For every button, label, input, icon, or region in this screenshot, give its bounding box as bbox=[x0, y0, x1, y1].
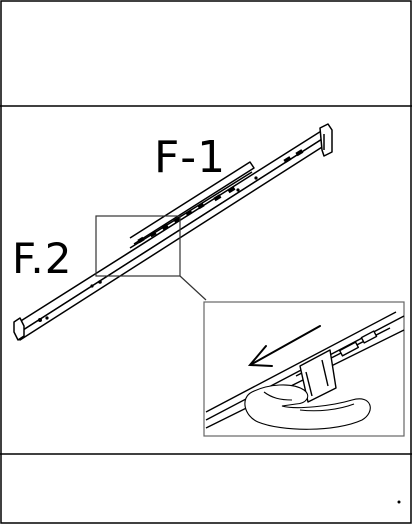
detail-callout bbox=[95, 215, 207, 301]
drawer-slide-rail bbox=[13, 123, 333, 341]
label-f1: F-1 bbox=[154, 132, 227, 183]
corner-mark bbox=[397, 500, 401, 504]
mounting-holes bbox=[38, 176, 258, 322]
hand-illustration bbox=[244, 384, 371, 430]
direction-arrow-icon bbox=[247, 325, 321, 367]
detail-panel bbox=[203, 301, 405, 437]
label-f2: F.2 bbox=[12, 234, 73, 283]
ball-retainer bbox=[137, 149, 304, 244]
